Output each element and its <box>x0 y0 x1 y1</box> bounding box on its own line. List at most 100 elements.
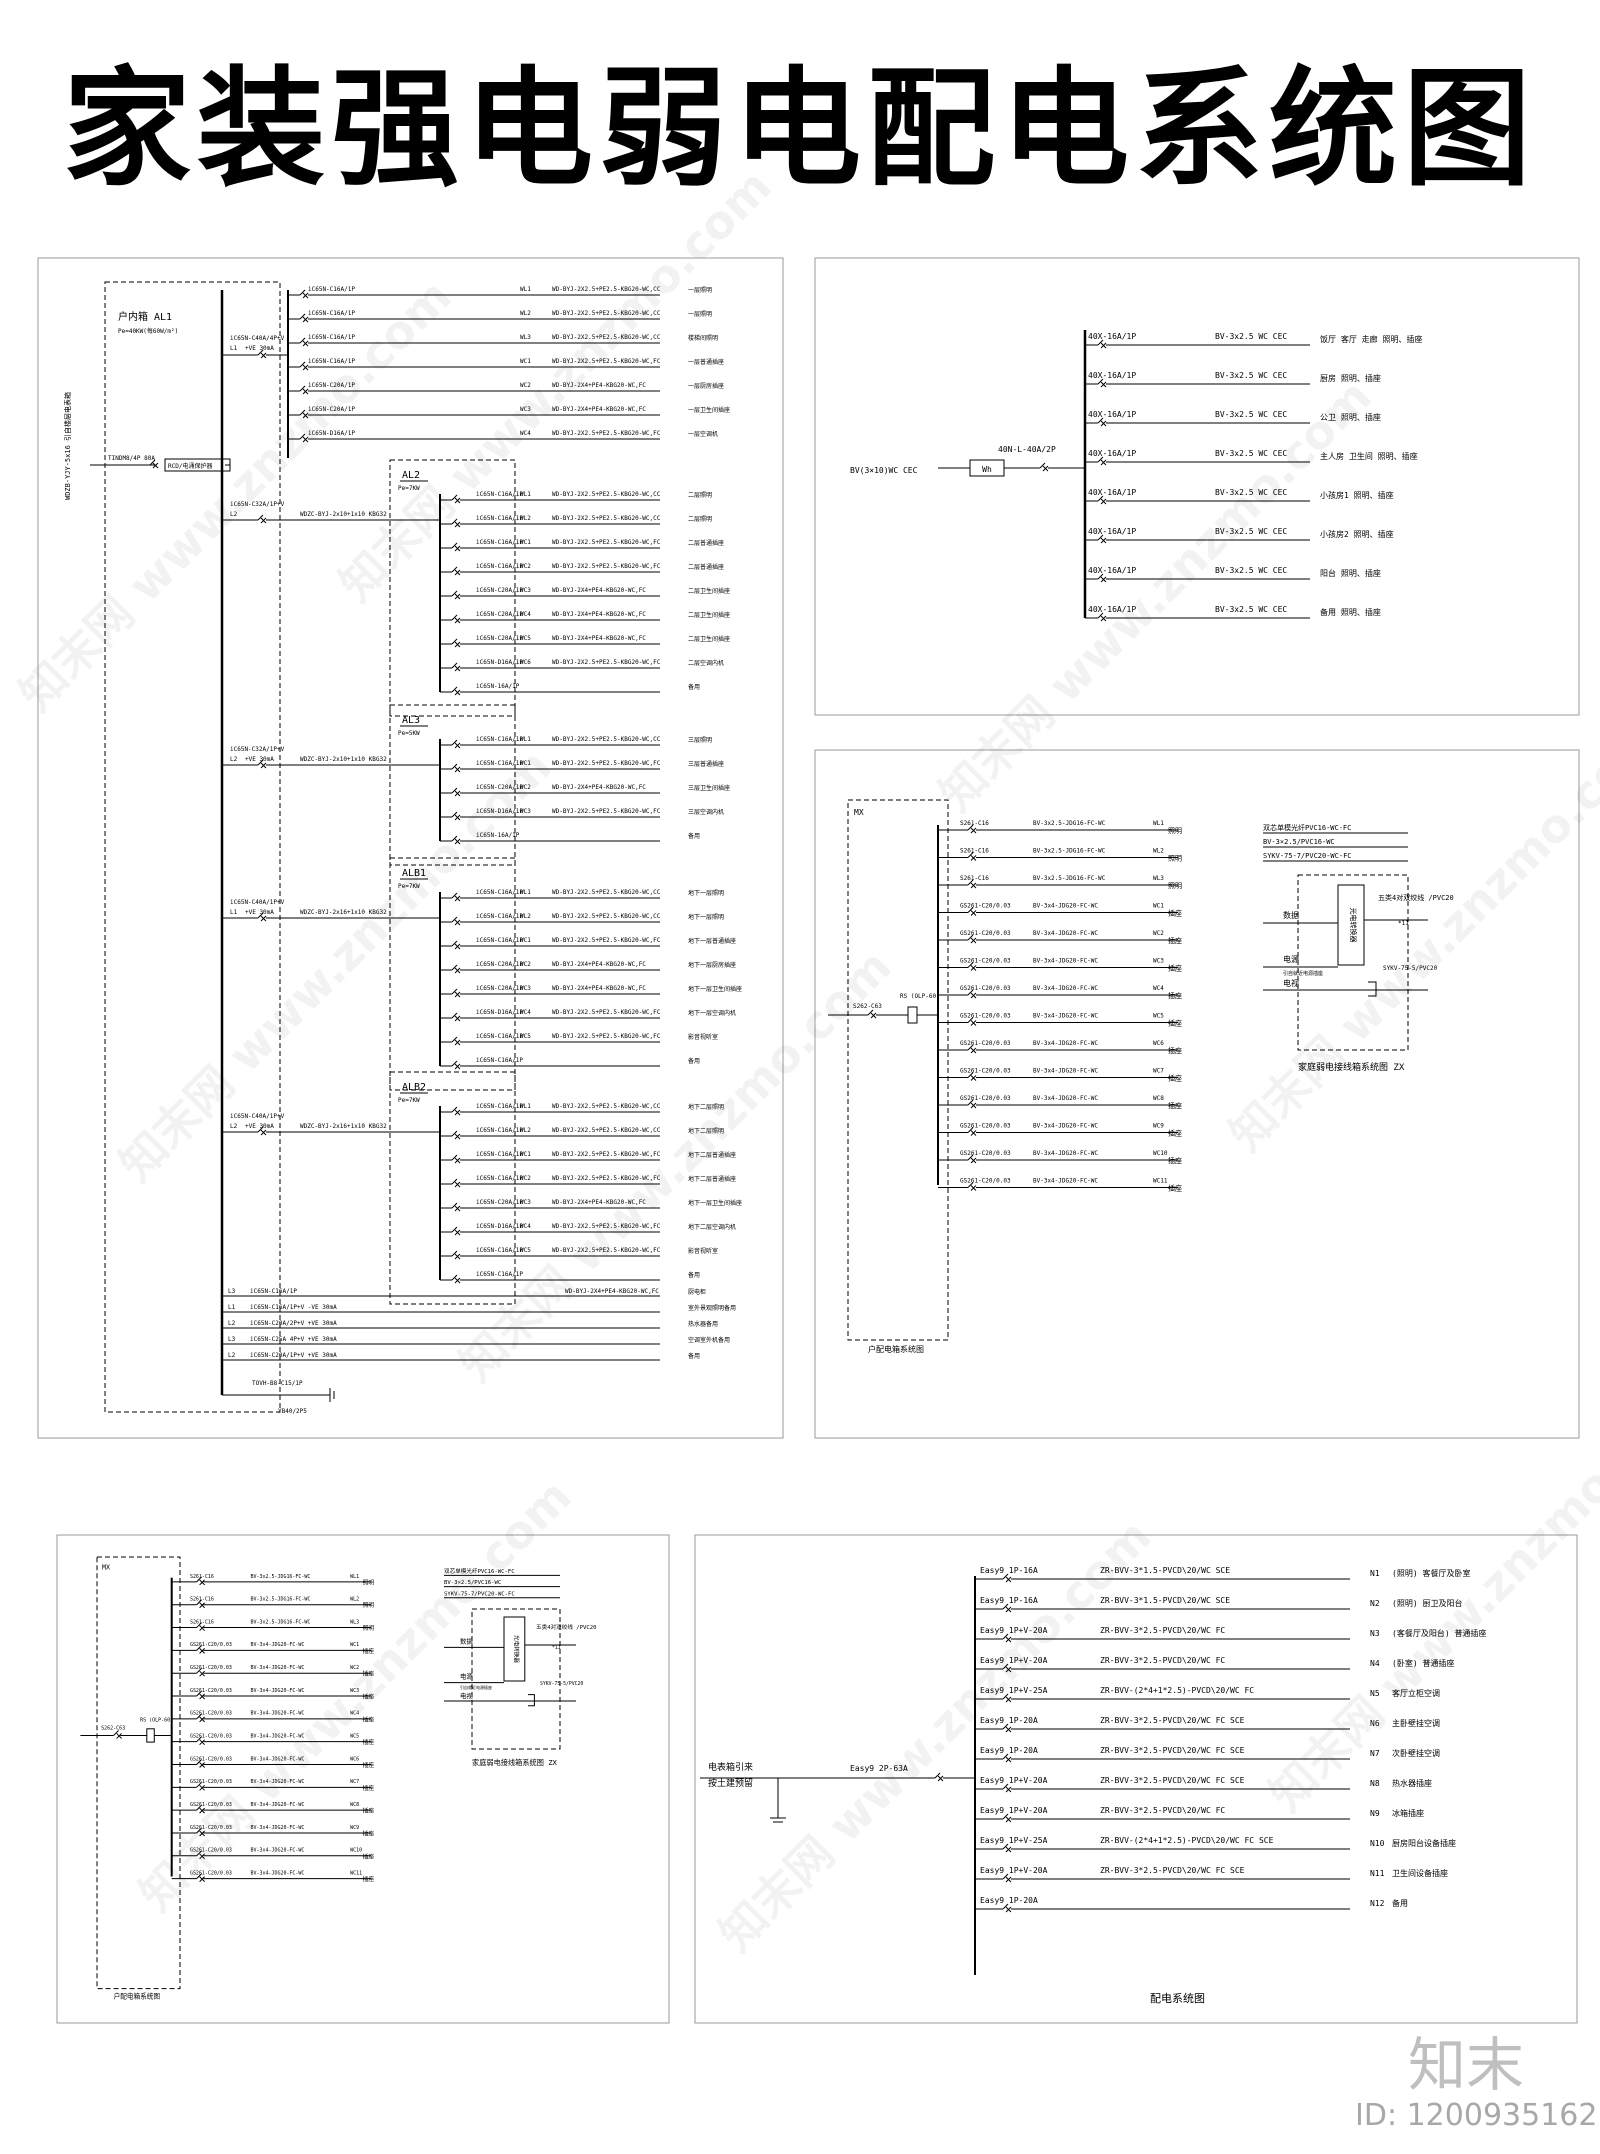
circuit-desc: 一层照明 <box>688 311 712 318</box>
circuit-breaker-symbol <box>1097 573 1104 580</box>
circuit-breaker-symbol <box>1002 1903 1009 1910</box>
circuit-breaker-symbol <box>1002 1633 1009 1640</box>
circuit-breaker-symbol <box>1100 615 1107 622</box>
circuit-cable: WD-BYJ-2X2.5+PE2.5-KBG20-WC,FC <box>552 937 661 944</box>
circuit-desc: 影音视听室 <box>688 1033 718 1041</box>
circuit-cable: WD-BYJ-2X2.5+PE2.5-KBG20-WC,CC <box>552 515 661 522</box>
circuit-desc: 备用 照明、插座 <box>1320 607 1381 617</box>
circuit-breaker-symbol <box>454 838 461 845</box>
circuit-code: WC2 <box>520 961 531 968</box>
circuit-breaker-label: iC65N-C16A/1P <box>476 913 523 920</box>
subpanel-name: ALB1 <box>402 868 426 879</box>
circuit-cable: BV-3x4-JDG20-FC-WC <box>1033 1013 1098 1020</box>
rcd-symbol <box>260 762 267 769</box>
circuit-breaker-label: GS261-C20/0.03 <box>960 903 1011 910</box>
circuit-breaker-symbol <box>967 1017 974 1023</box>
circuit-code: WC8 <box>1153 1095 1164 1102</box>
circuit-breaker-symbol <box>967 907 974 913</box>
circuit-breaker-symbol <box>1100 459 1107 466</box>
circuit-breaker-symbol <box>454 1205 461 1212</box>
zx-cable-label: 双芯单模光纤PVC16-WC-FC <box>1263 823 1351 832</box>
circuit-desc: 插座 <box>363 1647 375 1655</box>
circuit-cable: WD-BYJ-2X4+PE4-KBG20-WC,FC <box>552 784 646 791</box>
circuit-breaker-label: GS261-C20/0.03 <box>960 1013 1011 1020</box>
circuit-cable: BV-3x2.5 WC CEC <box>1215 449 1287 458</box>
circuit-breaker-symbol <box>1097 495 1104 502</box>
circuit-breaker-symbol <box>199 1853 205 1860</box>
circuit-breaker-symbol <box>451 518 458 525</box>
circuit-code: WC4 <box>350 1711 359 1717</box>
subpanel-name: ALB2 <box>402 1082 426 1093</box>
circuit-breaker-symbol <box>454 919 461 926</box>
circuit-breaker-symbol <box>451 1106 458 1113</box>
circuit-breaker-label: iC65N-C16A/1P <box>476 1247 523 1254</box>
circuit-code: WC1 <box>520 358 531 365</box>
circuit-breaker-symbol <box>451 1250 458 1257</box>
circuit-breaker-label: iC65N-D16A/1P <box>476 1223 523 1230</box>
mx-box <box>96 1556 181 1990</box>
subpanel-rcd-label: iC65N-C40A/1P+V <box>230 1113 285 1120</box>
subpanel-al3-box <box>389 704 516 866</box>
circuit-breaker-label: iC65N-C16A/1P <box>476 1175 523 1182</box>
circuit-cable: WD-BYJ-2X2.5+PE2.5-KBG20-WC,FC <box>552 808 661 815</box>
circuit-breaker-label: S261-C16 <box>960 820 989 827</box>
circuit-desc: 备用 <box>688 1057 700 1065</box>
circuit-breaker-label: iC65N-C25A 4P+V +VE 30mA <box>250 1336 337 1343</box>
tv-cable-label: SYKV-75-5/PVC20 <box>540 1681 583 1687</box>
incoming-label: 电表箱引来 <box>708 1761 753 1773</box>
circuit-breaker-symbol <box>451 638 458 645</box>
circuit-breaker-symbol <box>454 1229 461 1236</box>
circuit-breaker-symbol <box>302 388 309 395</box>
circuit-desc: 一层厨房插座 <box>688 382 724 390</box>
circuit-breaker-label: Easy9 1P+V-20A <box>980 1626 1048 1635</box>
circuit-cable: BV-3x4-JDG20-FC-WC <box>1033 1040 1098 1047</box>
circuit-breaker-symbol <box>454 1039 461 1046</box>
circuit-code: N10 <box>1370 1839 1385 1848</box>
circuit-code: WC5 <box>520 635 531 642</box>
circuit-desc: 地下二层空调内机 <box>688 1223 736 1231</box>
circuit-cable: BV-3x4-JDG20-FC-WC <box>1033 958 1098 965</box>
circuit-desc: 插座 <box>1168 936 1182 945</box>
circuit-breaker-symbol <box>199 1716 205 1723</box>
spd-sub: YB40/2P5 <box>278 1408 307 1415</box>
circuit-breaker-symbol <box>1002 1693 1009 1700</box>
circuit-cable: WD-BYJ-2X4+PE4-KBG20-WC,FC <box>552 635 646 642</box>
circuit-breaker-symbol <box>196 1622 202 1628</box>
circuit-cable: WD-BYJ-2X2.5+PE2.5-KBG20-WC,CC <box>552 286 661 293</box>
circuit-desc: 二层照明 <box>688 492 712 499</box>
circuit-breaker-label: iC65N-C20A/1P <box>476 985 523 992</box>
subpanel-rcd-sub: +VE 30mA <box>245 1123 274 1130</box>
circuit-breaker-symbol <box>299 361 306 368</box>
circuit-cable: BV-3x4-JDG20-FC-WC <box>251 1688 305 1694</box>
circuit-code: N5 <box>1370 1689 1380 1698</box>
circuit-code: WC1 <box>520 937 531 944</box>
circuit-desc: 冰箱插座 <box>1392 1808 1424 1818</box>
circuit-breaker-symbol <box>451 1274 458 1281</box>
tv-cable-label: SYKV-75-5/PVC20 <box>1383 965 1438 972</box>
circuit-breaker-symbol <box>451 1036 458 1043</box>
circuit-code: N12 <box>1370 1899 1385 1908</box>
subpanel-feeder: WDZC-BYJ-2x16+1x10 KBG32 <box>300 1123 387 1130</box>
circuit-breaker-symbol <box>451 988 458 995</box>
circuit-breaker-label: iC65N-C16A/1P <box>476 760 523 767</box>
zx-cable-label: BV-3×2.5/PVC16-WC <box>444 1580 501 1586</box>
circuit-code: WC4 <box>1153 985 1164 992</box>
circuit-desc: 地下二层照明 <box>688 1127 724 1135</box>
circuit-cable: WD-BYJ-2X2.5+PE2.5-KBG20-WC,CC <box>552 334 661 341</box>
main-breaker-symbol <box>152 462 159 469</box>
circuit-cable: WD-BYJ-2X4+PE4-KBG20-WC,FC <box>565 1288 659 1295</box>
circuit-breaker-symbol <box>454 689 461 696</box>
circuit-breaker-label: iC65N-C20A/2P+V +VE 30mA <box>250 1320 337 1327</box>
circuit-breaker-symbol <box>196 1759 202 1765</box>
circuit-code: WC8 <box>350 1802 359 1808</box>
circuit-breaker-symbol <box>451 494 458 501</box>
circuit-cable: BV-3x2.5-JDG16-FC-WC <box>251 1574 311 1580</box>
circuit-breaker-label: iC65N-C20A/1P <box>476 635 523 642</box>
circuit-code: WL1 <box>520 286 531 293</box>
circuit-breaker-symbol <box>454 617 461 624</box>
zx-caption: 家庭弱电接线箱系统图 ZX <box>1298 1061 1405 1073</box>
circuit-breaker-label: GS261-C20/0.03 <box>190 1802 232 1808</box>
circuit-cable: WD-BYJ-2X4+PE4-KBG20-WC,FC <box>552 382 646 389</box>
circuit-cable: WD-BYJ-2X2.5+PE2.5-KBG20-WC,CC <box>552 889 661 896</box>
circuit-breaker-label: 40X-16A/1P <box>1088 449 1136 458</box>
